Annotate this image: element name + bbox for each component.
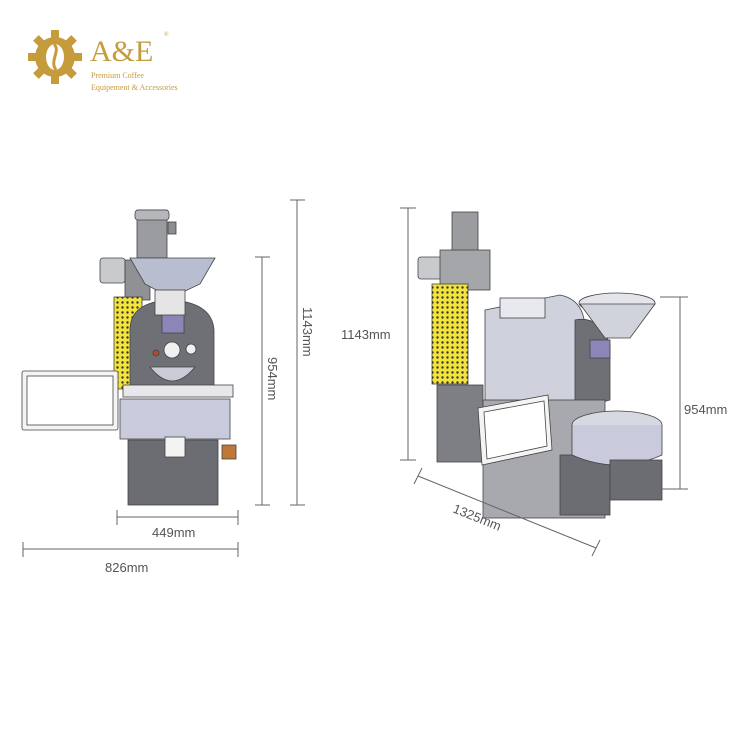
side-dimension-lines xyxy=(400,207,688,557)
front-view-roaster xyxy=(21,209,237,506)
side-total-height-label: 1143mm xyxy=(341,327,391,342)
motor xyxy=(451,211,479,258)
front-total-width-label: 826mm xyxy=(105,560,148,575)
brand-name: A&E xyxy=(90,35,153,68)
front-body-height-label: 954mm xyxy=(265,357,280,400)
front-dimension-lines xyxy=(22,199,305,557)
tagline-line1: Premium Coffee xyxy=(91,71,144,80)
front-body-width-label: 449mm xyxy=(152,525,195,540)
cooling-tray xyxy=(119,398,231,440)
gear-bean-icon xyxy=(28,30,82,84)
burner-valve xyxy=(221,444,237,460)
brand-logo: A&E ® Premium Coffee Equipement & Access… xyxy=(28,30,178,92)
side-body-height-label: 954mm xyxy=(684,402,727,417)
trademark: ® xyxy=(164,31,169,38)
exhaust-pipe xyxy=(99,257,126,284)
front-total-height-label: 1143mm xyxy=(300,307,315,357)
tagline-line2: Equipement & Accessories xyxy=(91,83,178,92)
side-view-roaster xyxy=(417,211,663,519)
